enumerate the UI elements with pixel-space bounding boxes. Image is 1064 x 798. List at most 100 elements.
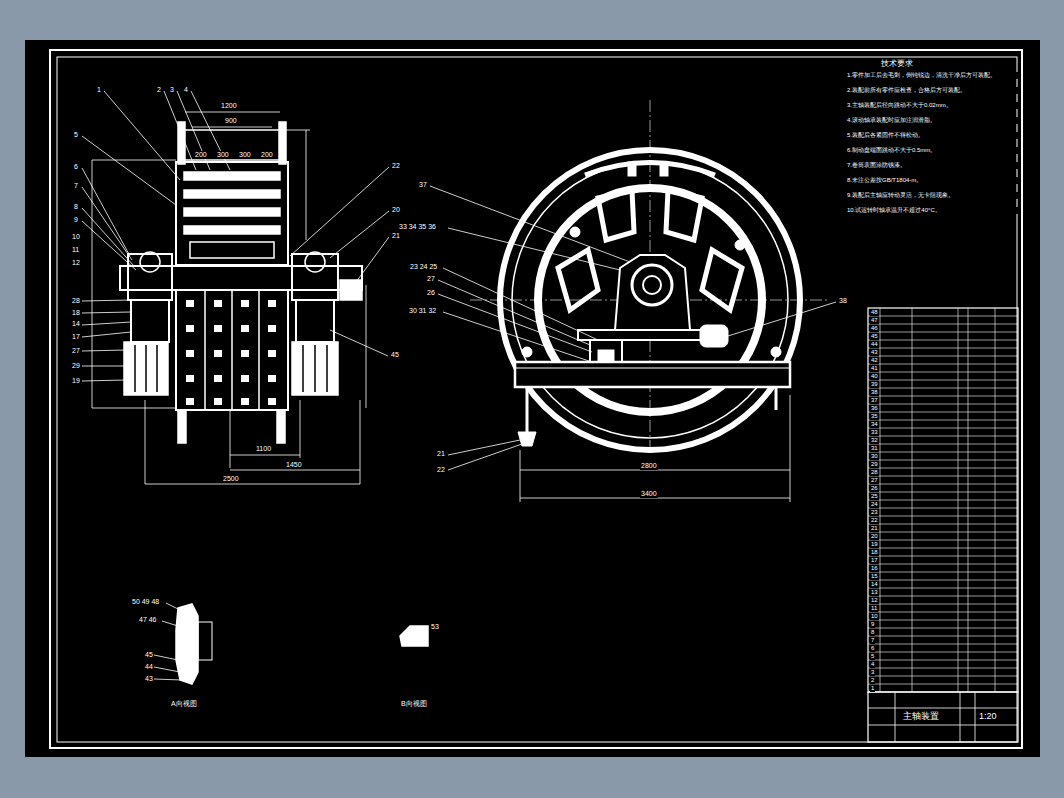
title-block xyxy=(960,692,961,742)
dimension: 300 xyxy=(238,151,252,159)
leader-line xyxy=(82,366,126,367)
dimension: 2500 xyxy=(222,475,240,483)
table-cell: 13 xyxy=(870,589,879,596)
note-text: 7.卷筒表面涂防锈漆。 xyxy=(846,162,1020,169)
front-view xyxy=(771,347,781,357)
table-cell: 41 xyxy=(870,365,879,372)
callout-number: 28 xyxy=(71,297,81,305)
note-text: 9.装配后主轴应转动灵活，无卡阻现象。 xyxy=(846,192,1020,199)
callout-number: 29 xyxy=(71,362,81,370)
side-view xyxy=(268,398,276,405)
detail-view xyxy=(166,603,180,610)
leader-line xyxy=(82,187,132,260)
table-cell: 10 xyxy=(870,613,879,620)
front-view xyxy=(660,162,668,176)
callout-number: 19 xyxy=(71,377,81,385)
front-view xyxy=(643,276,661,294)
table-cell: 22 xyxy=(870,517,879,524)
table-cell: 17 xyxy=(870,557,879,564)
callout-number: 11 xyxy=(71,246,80,254)
side-view xyxy=(145,484,360,485)
callout-number: 12 xyxy=(71,259,81,267)
table-cell: 11 xyxy=(870,605,878,612)
front-view xyxy=(735,240,745,250)
side-view xyxy=(156,345,158,392)
table-cell: 46 xyxy=(870,325,879,332)
callout-number: 45 xyxy=(390,351,400,359)
table-cell: 4 xyxy=(870,661,875,668)
table-cell: 20 xyxy=(870,533,879,540)
callout-number: 6 xyxy=(73,163,79,171)
side-view xyxy=(230,410,231,468)
leader-line xyxy=(448,444,522,470)
callout-number: 3 xyxy=(169,86,175,94)
table-cell: 6 xyxy=(870,645,875,652)
side-view xyxy=(184,172,280,180)
callout-number: 21 xyxy=(391,232,401,240)
side-view xyxy=(186,300,194,307)
callout-number: 27 xyxy=(426,275,436,283)
callout-number: 22 xyxy=(391,162,401,170)
leader-line xyxy=(82,221,136,270)
leader-line xyxy=(82,312,131,313)
table-cell: 8 xyxy=(870,629,875,636)
side-view xyxy=(302,345,304,392)
side-view xyxy=(185,129,279,131)
front-view xyxy=(615,255,690,330)
side-view xyxy=(292,342,338,395)
title-text: 主轴装置 xyxy=(902,712,940,722)
table-cell: 38 xyxy=(870,389,879,396)
table-cell: 7 xyxy=(870,637,875,644)
side-view xyxy=(92,408,176,409)
side-view xyxy=(241,300,249,307)
callout-number: 2 xyxy=(156,86,162,94)
table-cell: 3 xyxy=(870,669,875,676)
title-text: 1:20 xyxy=(978,712,998,722)
side-view xyxy=(190,162,274,163)
front-view xyxy=(700,325,728,347)
table-cell: 23 xyxy=(870,509,879,516)
side-view xyxy=(124,342,168,395)
leader-line xyxy=(430,186,836,470)
table-cell: 29 xyxy=(870,461,879,468)
side-view xyxy=(300,400,301,458)
frame xyxy=(50,50,1022,748)
callout-number: 50 49 48 xyxy=(131,598,160,606)
title-block xyxy=(868,692,1018,742)
detail-view xyxy=(154,667,180,672)
side-view xyxy=(241,398,249,405)
leader-line xyxy=(82,322,131,325)
front-view xyxy=(790,395,791,502)
side-view xyxy=(292,254,338,300)
side-view xyxy=(241,325,249,332)
note-text: 1.零件加工后去毛刺，倒钝锐边，清洗干净后方可装配。 xyxy=(846,72,1020,79)
detail-view xyxy=(198,622,212,660)
callout-number: 53 xyxy=(430,623,440,631)
leader-line xyxy=(443,268,598,340)
side-view xyxy=(145,400,146,484)
callout-number: 47 46 xyxy=(138,616,158,624)
front-view xyxy=(628,162,636,176)
side-view xyxy=(305,252,325,272)
title-block xyxy=(975,692,976,742)
table-cell: 16 xyxy=(870,565,879,572)
leader-line xyxy=(438,280,590,345)
side-view xyxy=(184,208,280,216)
table-cell: 15 xyxy=(870,573,879,580)
note-text: 8.未注公差按GB/T1804-m。 xyxy=(846,177,1020,184)
heading: 技术要求 xyxy=(880,60,914,69)
callout-number: 8 xyxy=(73,203,79,211)
callout-number: 14 xyxy=(71,320,81,328)
table-cell: 45 xyxy=(870,333,879,340)
side-view xyxy=(277,410,285,443)
front-view xyxy=(666,190,702,240)
dimension: 2800 xyxy=(640,462,658,470)
table-cell: 27 xyxy=(870,477,879,484)
callout-number: 17 xyxy=(71,333,81,341)
side-view xyxy=(176,290,288,410)
table-cell: 12 xyxy=(870,597,879,604)
side-view xyxy=(186,325,194,332)
front-view xyxy=(520,395,790,502)
side-view xyxy=(268,325,276,332)
title-block xyxy=(895,692,896,742)
